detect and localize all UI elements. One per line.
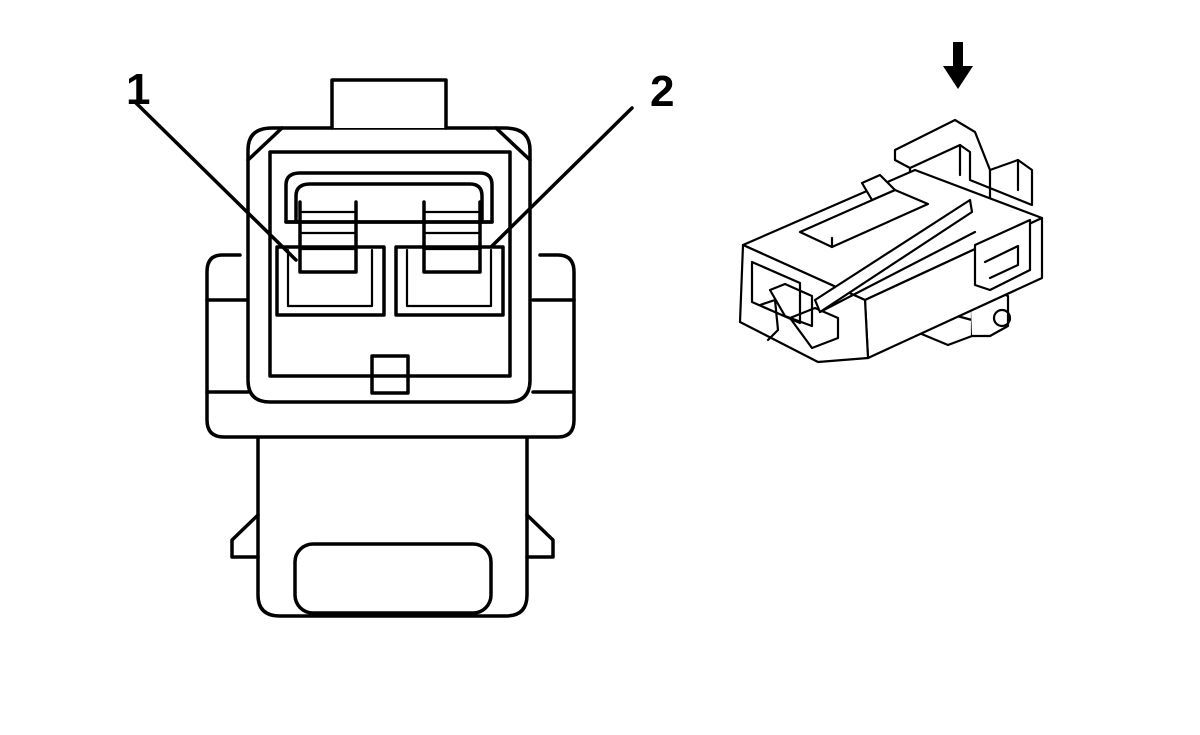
connector-body <box>738 168 1044 364</box>
pin-1-label: 1 <box>126 65 150 114</box>
pin-1-leader-line <box>134 101 298 262</box>
connector-isometric-view <box>738 42 1044 364</box>
terminal-cavity-1 <box>275 200 386 317</box>
connector-lower-body <box>230 430 555 618</box>
connector-housing <box>205 78 576 439</box>
arrow-down-icon <box>943 42 973 89</box>
terminal-header <box>284 171 494 224</box>
pin-2-leader-line <box>490 106 634 248</box>
connector-top-ridges <box>893 118 1034 207</box>
pin-2-label: 2 <box>650 67 674 116</box>
connector-face-view: 1 2 <box>126 65 674 618</box>
terminal-cavity-2 <box>394 200 505 317</box>
